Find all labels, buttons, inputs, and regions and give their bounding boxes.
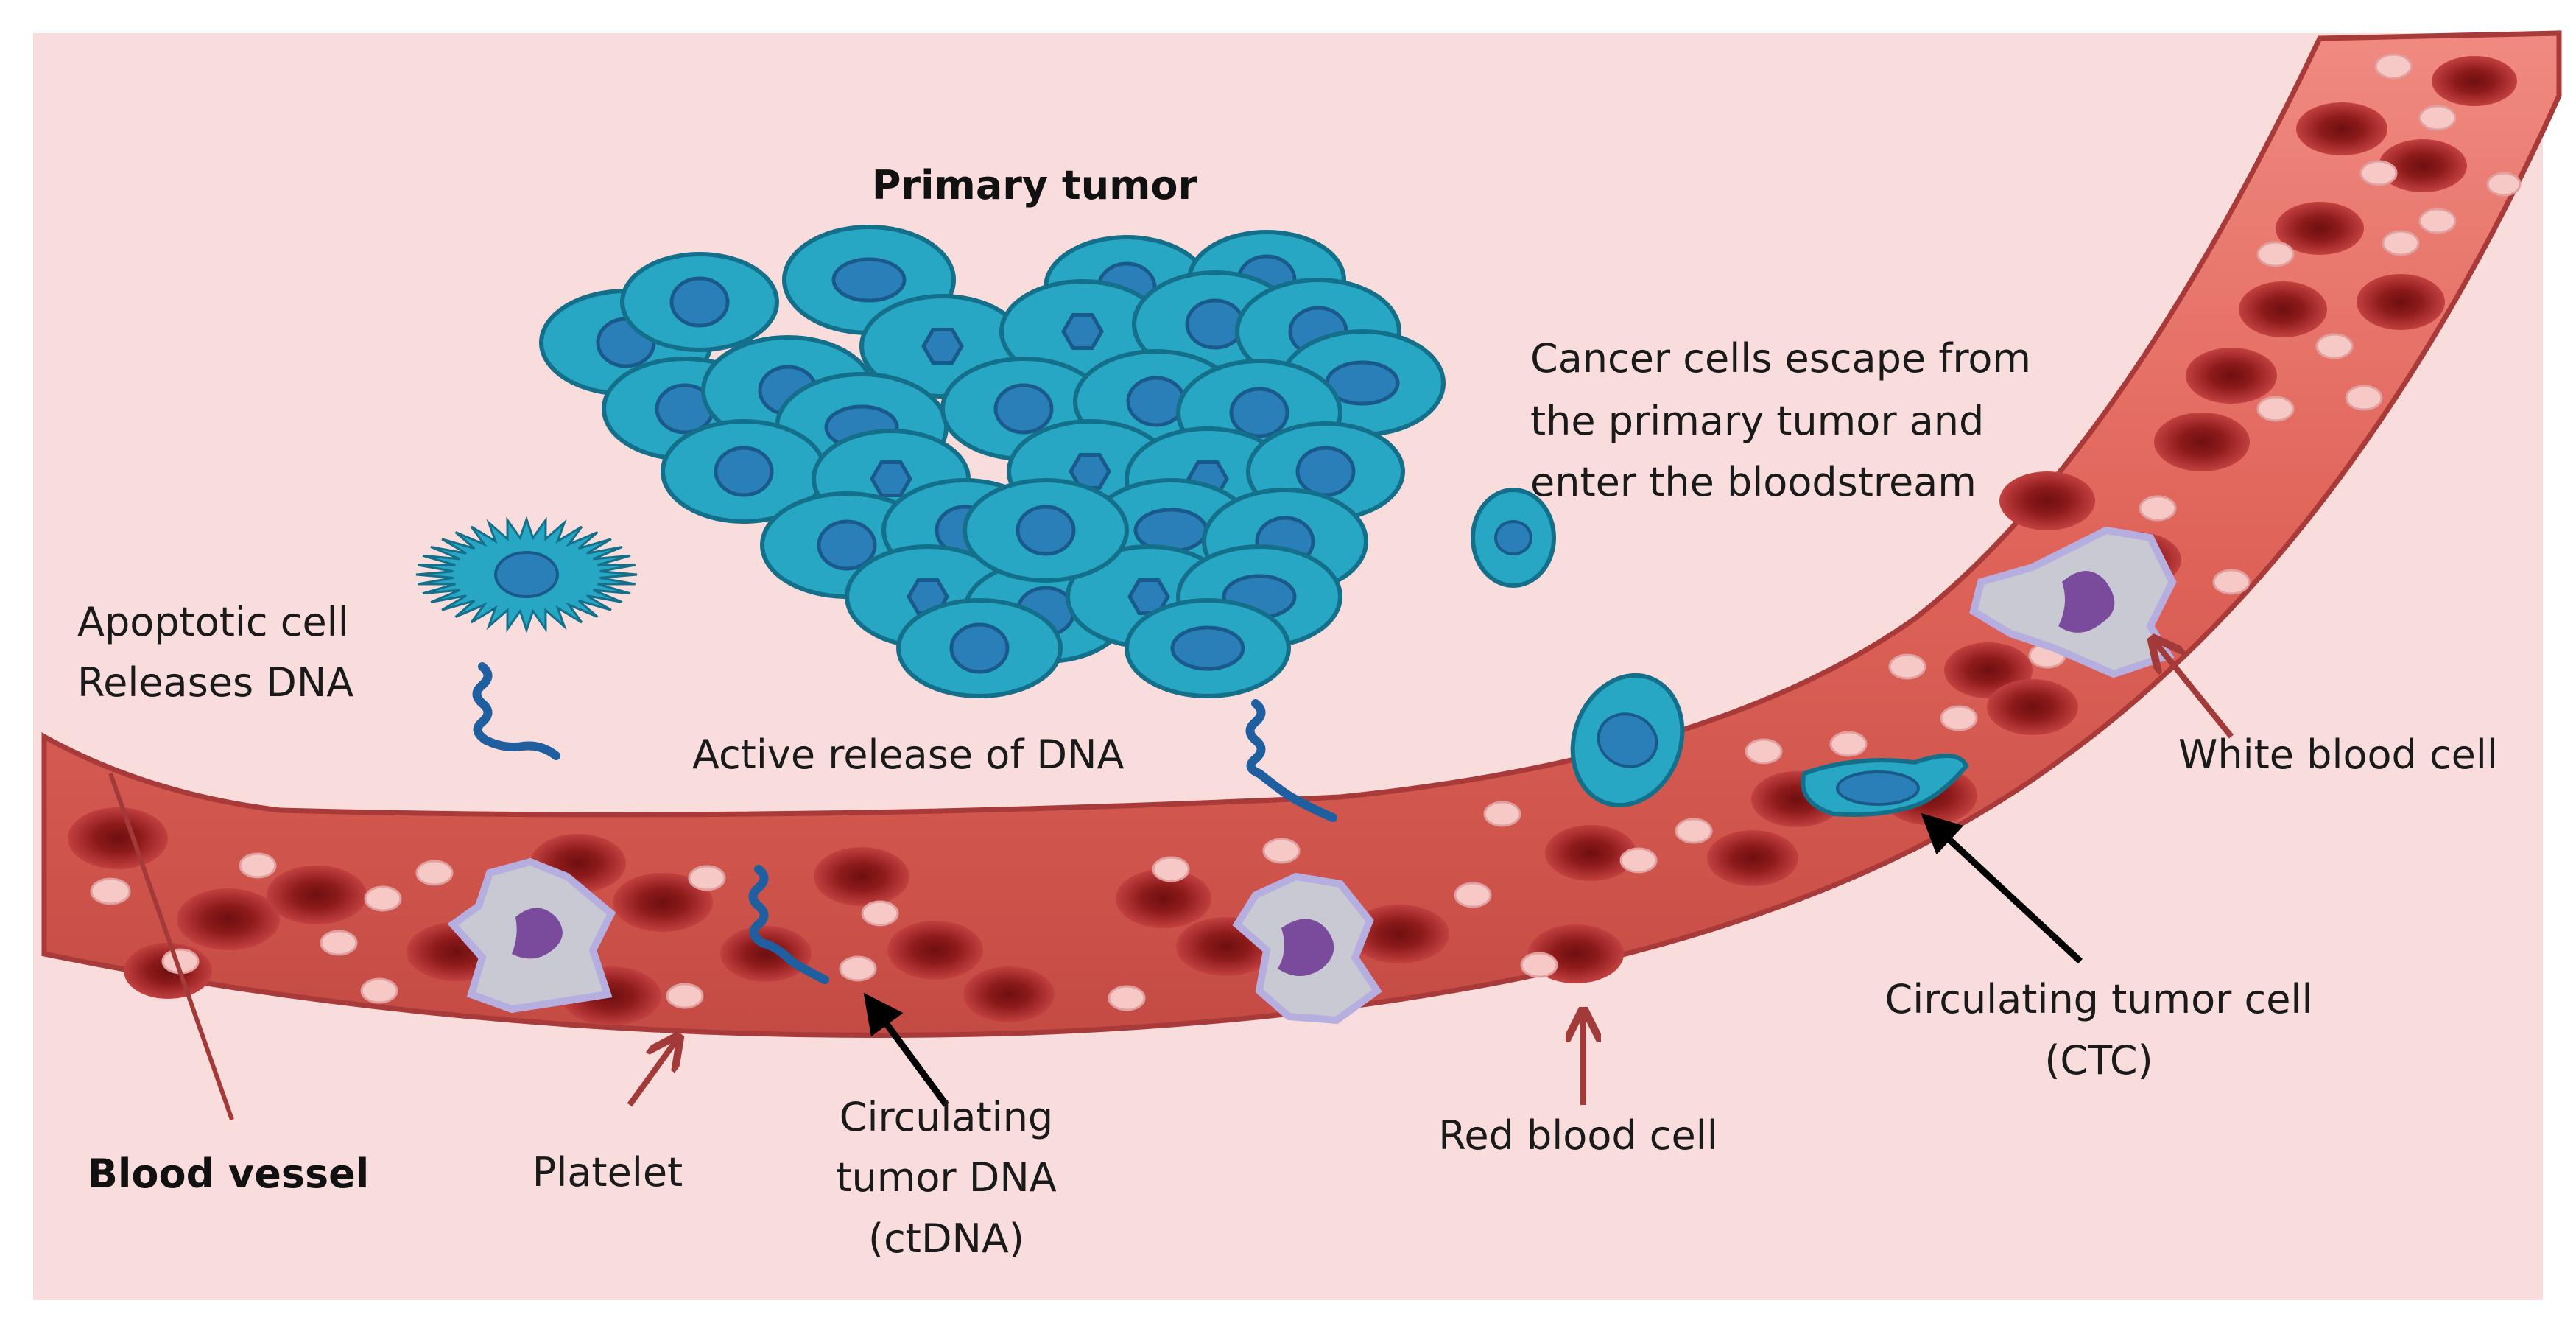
platelet (320, 930, 358, 956)
red-blood-cell (814, 847, 909, 906)
red-blood-cell (963, 966, 1055, 1022)
red-blood-cell (887, 921, 983, 980)
label-apoptotic-2: Releases DNA (77, 659, 353, 706)
platelet (1152, 856, 1190, 882)
platelet (2418, 208, 2457, 234)
red-blood-cell (2379, 139, 2467, 192)
label-escape-3: enter the bloodstream (1530, 459, 1977, 505)
red-blood-cell (1707, 830, 1798, 886)
red-blood-cell (2154, 413, 2250, 471)
red-blood-cell (1987, 679, 2078, 735)
platelet (1454, 882, 1492, 908)
red-blood-cell (1545, 825, 1636, 881)
platelet (2256, 396, 2295, 422)
label-ctdna-3: (ctDNA) (868, 1215, 1024, 1262)
red-blood-cell (68, 807, 168, 869)
platelet (1888, 653, 1926, 680)
platelet (2256, 241, 2295, 267)
platelet (415, 860, 454, 886)
circulating-tumor-cell (1801, 754, 1969, 817)
apoptotic-cell (415, 516, 638, 633)
escaping-cancer-cell (1471, 488, 1556, 588)
label-escape-1: Cancer cells escape from (1530, 335, 2031, 382)
platelets (90, 53, 2522, 1011)
platelet (2418, 105, 2457, 131)
tumor-cell (661, 419, 827, 524)
platelet (1483, 801, 1521, 827)
platelet (239, 852, 277, 879)
platelet-arrow (627, 1039, 678, 1107)
platelet (1745, 738, 1783, 765)
white-blood-cell-arrow (2154, 641, 2234, 739)
platelet (2382, 230, 2420, 256)
platelet (861, 900, 899, 927)
platelet (1262, 838, 1301, 864)
red-blood-cell (2432, 56, 2517, 106)
ctdna-strand (748, 865, 829, 984)
platelet (666, 983, 704, 1009)
platelet (364, 885, 402, 912)
platelet (1520, 952, 1558, 978)
platelet (2315, 333, 2354, 359)
escaping-cancer-cell (1570, 673, 1685, 808)
red-blood-cell (613, 873, 713, 932)
label-ctdna-2: tumor DNA (836, 1154, 1056, 1201)
label-red-blood-cell: Red blood cell (1438, 1112, 1717, 1159)
platelet (2374, 53, 2413, 80)
red-blood-cell (2186, 348, 2277, 404)
red-blood-cell (2239, 281, 2327, 337)
label-ctc-2: (CTC) (2044, 1037, 2153, 1084)
label-ctc-1: Circulating tumor cell (1885, 976, 2313, 1022)
platelet (360, 977, 398, 1004)
ctc-arrow (1921, 812, 2083, 964)
platelet (688, 865, 726, 891)
tumor-cell (1125, 598, 1291, 698)
tumor-cell (620, 252, 779, 352)
red-blood-cell (1349, 905, 1449, 963)
primary-tumor-cluster (539, 225, 1446, 698)
label-primary-tumor: Primary tumor (872, 162, 1198, 208)
platelet (2486, 172, 2522, 197)
red-blood-cell (2276, 202, 2364, 255)
red-blood-cell (720, 926, 812, 982)
dna-strand (1245, 699, 1337, 822)
red-blood-cell (177, 888, 280, 950)
tumor-cell (896, 598, 1063, 698)
platelet (2359, 160, 2398, 186)
label-escape-2: the primary tumor and (1530, 398, 1984, 444)
platelet (2212, 569, 2251, 595)
label-blood-vessel: Blood vessel (88, 1151, 370, 1197)
platelet (1108, 985, 1146, 1011)
label-platelet: Platelet (532, 1149, 683, 1196)
red-blood-cell (2357, 274, 2445, 330)
red-blood-cell (1116, 869, 1211, 928)
platelet (839, 955, 877, 982)
platelet (2345, 385, 2383, 411)
blood-vessel-pointer (108, 773, 234, 1120)
label-apoptotic-1: Apoptotic cell (77, 599, 349, 645)
platelet (1940, 705, 1978, 731)
white-blood-cell (1232, 872, 1382, 1025)
red-blood-cell (2296, 102, 2387, 155)
white-blood-cell (447, 857, 616, 1014)
ctdna-arrow (863, 992, 949, 1107)
tumor-cell (963, 478, 1129, 583)
platelet (90, 877, 131, 905)
label-active-release: Active release of DNA (692, 731, 1124, 778)
red-blood-cell (1999, 471, 2095, 530)
label-white-blood-cell: White blood cell (2178, 731, 2498, 778)
platelet (1675, 818, 1713, 844)
label-ctdna-1: Circulating (840, 1094, 1053, 1140)
red-blood-cell (267, 866, 367, 924)
platelet (2139, 495, 2177, 522)
platelet (1619, 847, 1658, 874)
dna-strand (472, 662, 560, 760)
platelet (1829, 731, 1868, 757)
